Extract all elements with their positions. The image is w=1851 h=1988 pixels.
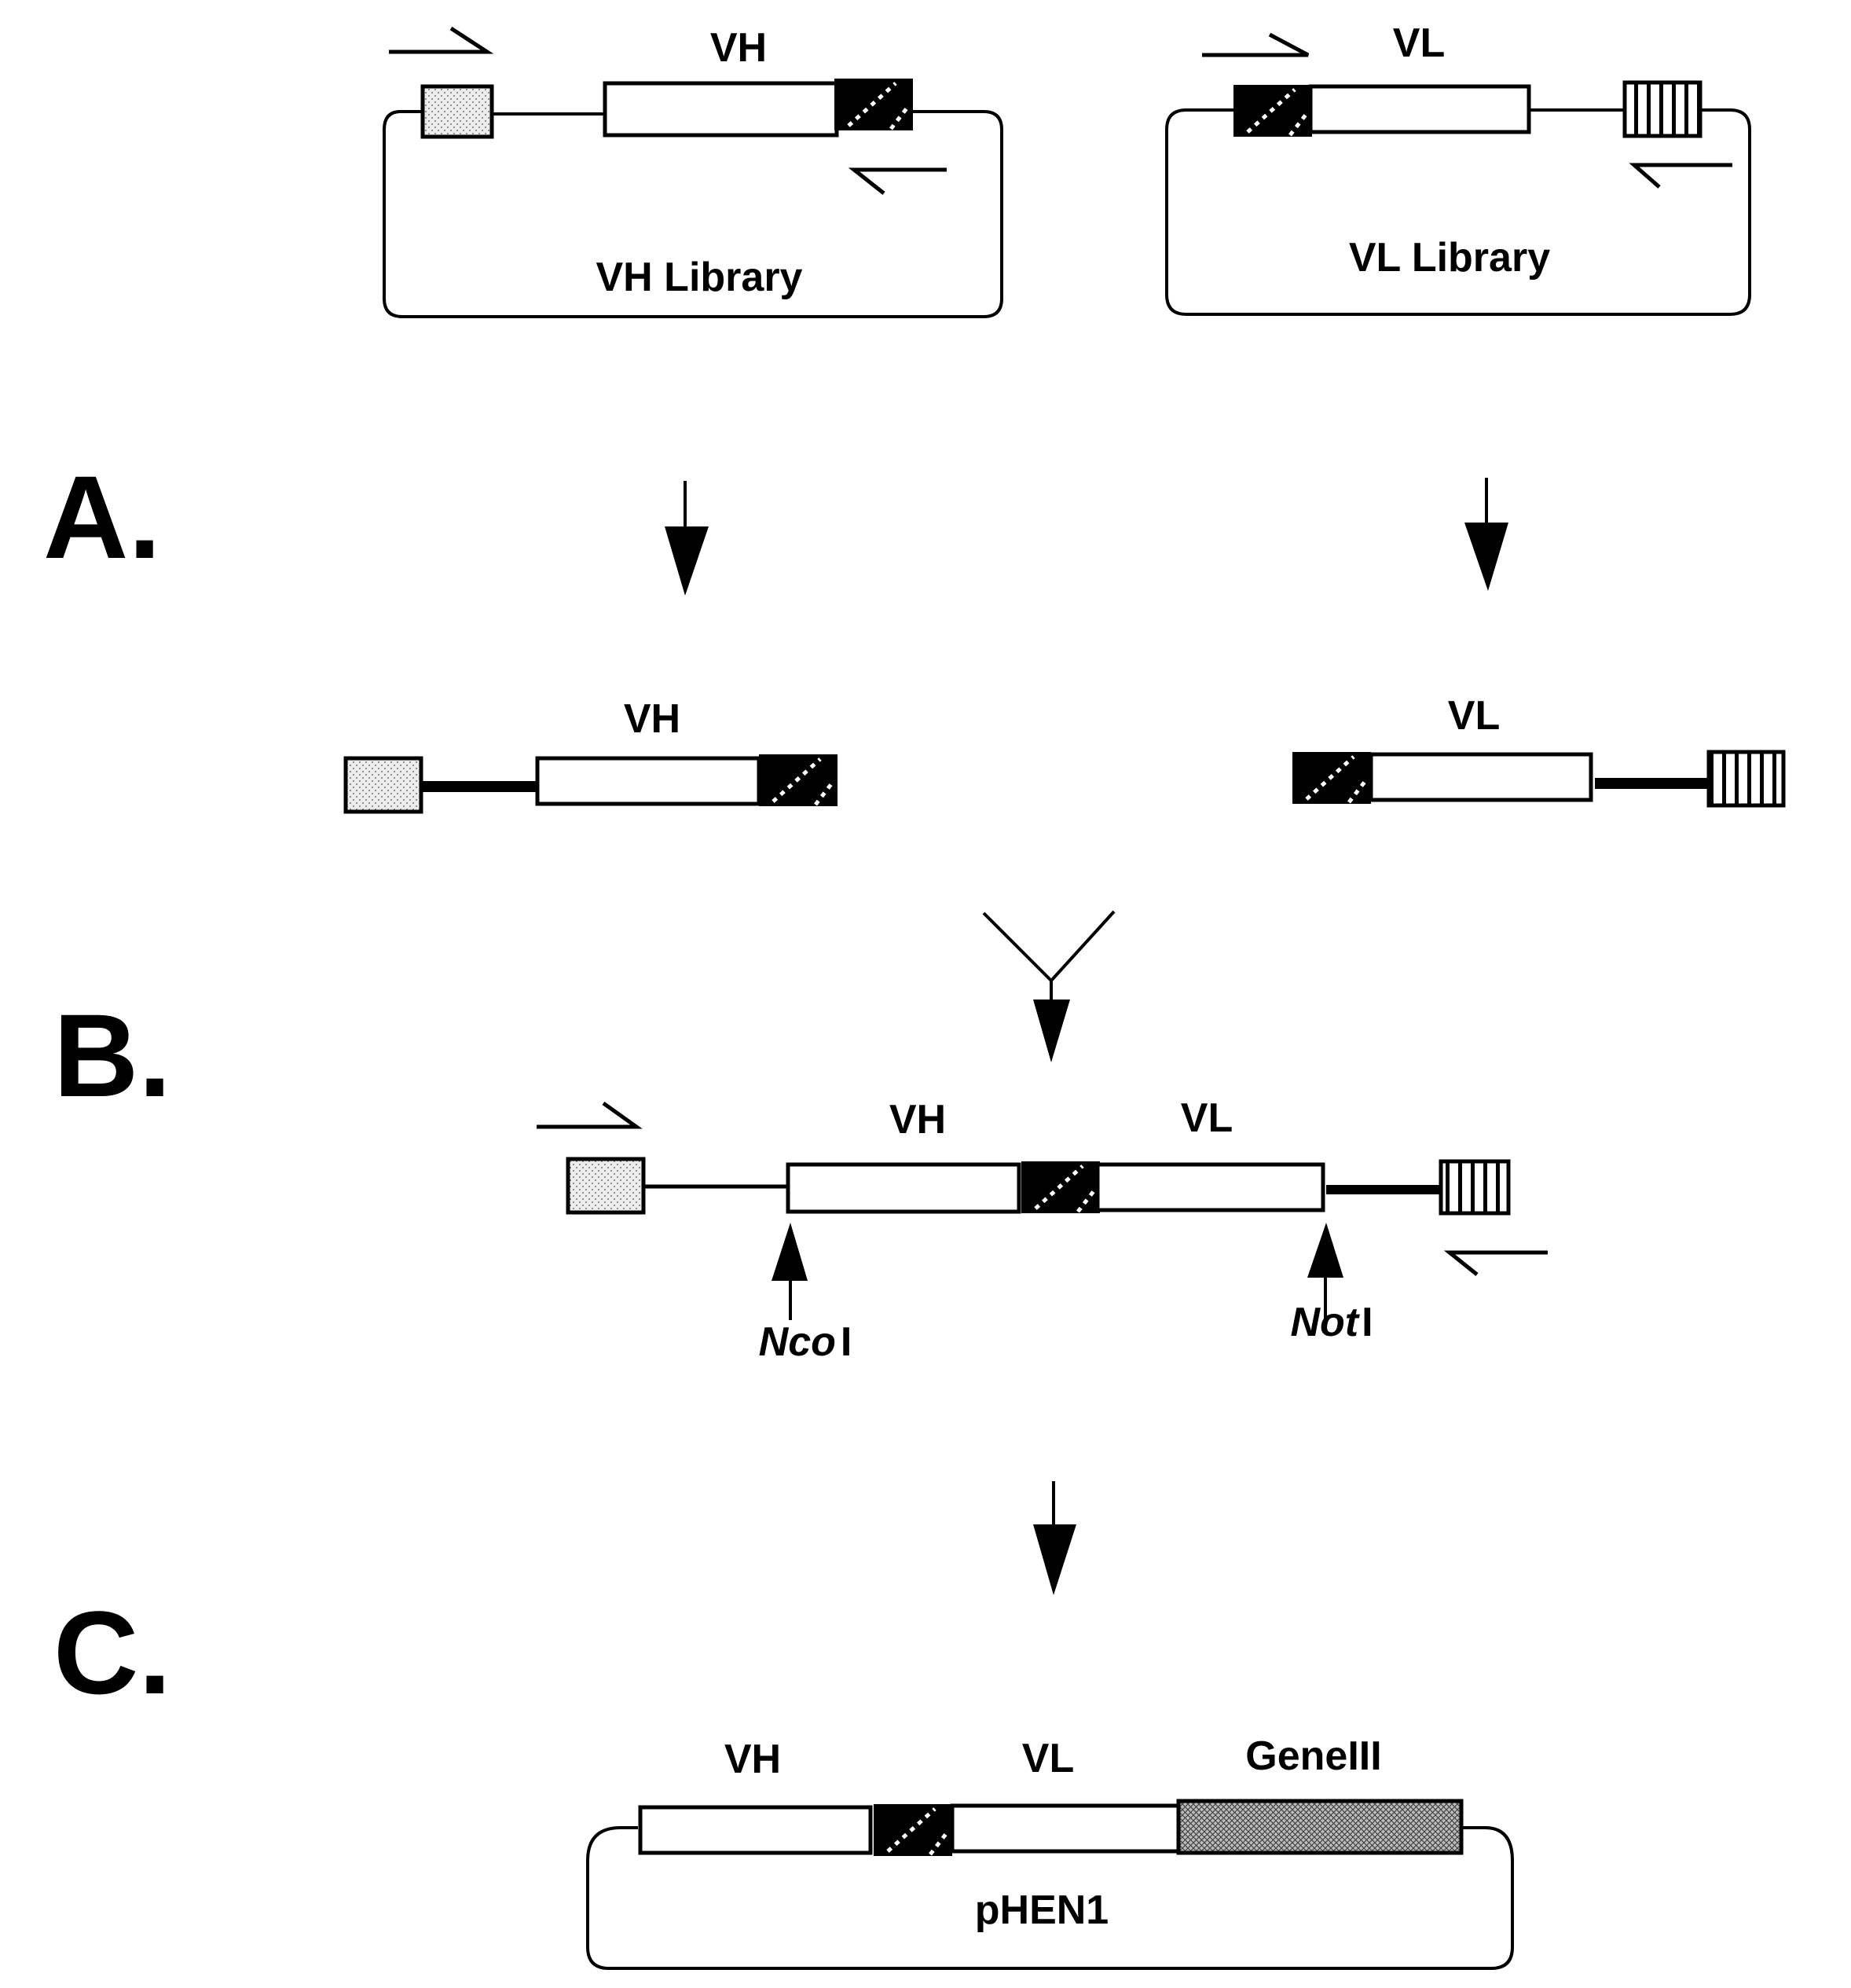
forward-primer-icon [537,1101,643,1129]
vh-pcr-product: VH [343,696,838,814]
vl-gene-box [950,1803,1181,1854]
merge-arrow-icon [982,910,1116,1062]
vl-pcr-product: VL [1292,693,1786,808]
vh-gene-box [786,1162,1021,1214]
section-label-a: A. [43,451,161,583]
tag-segment [1706,750,1786,808]
forward-primer-icon [1202,32,1310,57]
linker-segment [1233,85,1312,137]
down-arrow-icon [1033,1481,1076,1595]
down-arrow-icon [1464,478,1508,591]
vl-library-title: VL Library [1349,235,1550,281]
promoter-leader-box [420,84,494,139]
vl-product-label: VL [1448,693,1500,739]
assembly-vh-label: VH [889,1097,946,1143]
linker-segment [759,754,838,806]
tag-segment [1439,1159,1511,1216]
vh-gene-box [603,81,839,138]
vl-gene-label: VL [1393,20,1445,66]
vector-name: pHEN1 [975,1887,1109,1933]
vh-gene-box [638,1805,873,1855]
section-label-b: B. [53,989,171,1121]
noti-site-arrow-icon [1307,1223,1343,1328]
assembly-vl-label: VL [1181,1095,1233,1141]
vh-product-label: VH [624,696,680,742]
vh-gene-label: VH [710,25,767,71]
vl-gene-box [1369,752,1593,802]
vl-gene-box [1095,1162,1325,1212]
vh-library-title: VH Library [596,255,803,300]
noti-site-label: NotI [1290,1300,1373,1345]
linker-segment [1021,1161,1100,1213]
ncoi-site-arrow-icon [772,1223,808,1320]
reverse-primer-icon [1629,163,1732,189]
section-label-c: C. [53,1586,171,1718]
forward-primer-icon [389,26,494,54]
linker-segment [874,1804,952,1856]
vl-library-plasmid: VL VL Library [1165,20,1751,316]
vector-vh-label: VH [724,1737,781,1782]
promoter-leader-box [343,756,423,814]
reverse-primer-icon [848,167,947,195]
reverse-primer-icon [1443,1250,1548,1276]
gene3-segment [1176,1799,1464,1855]
down-arrow-icon [665,481,709,596]
vector-vl-label: VL [1022,1736,1074,1781]
vh-library-plasmid: VH VH Library [383,25,1003,318]
tag-segment [1622,80,1703,138]
vh-gene-box [535,756,761,806]
linker-segment [1292,752,1371,804]
linker-segment [834,79,913,130]
vector-gene3-label: GeneIII [1245,1733,1381,1779]
promoter-leader-box [566,1157,646,1215]
phen1-vector: VH VL GeneIII pHEN1 [586,1733,1514,1970]
vl-gene-box [1308,84,1531,134]
